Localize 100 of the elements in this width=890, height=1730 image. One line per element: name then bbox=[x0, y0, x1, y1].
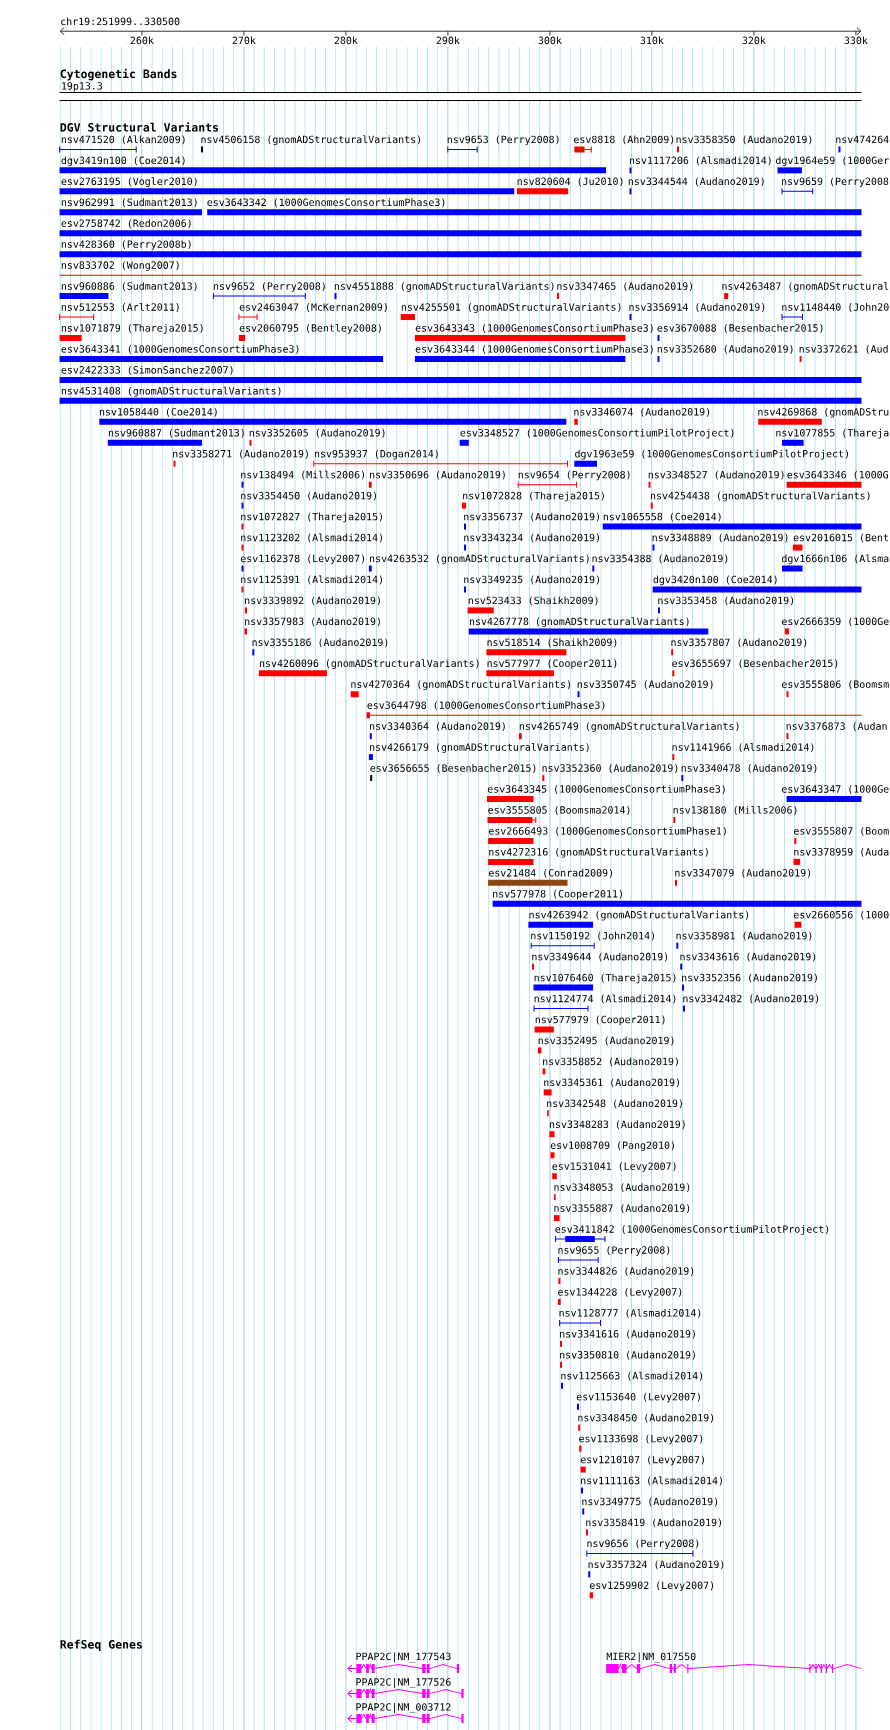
gene-label: PPAP2C|NM_177526 bbox=[356, 1678, 451, 1688]
feature-label: esv3643344 (1000GenomesConsortiumPhase3) bbox=[415, 345, 653, 354]
feature-label: nsv1058440 (Coe2014) bbox=[99, 407, 217, 417]
feature-label: nsv1072828 (Thareja2015) bbox=[463, 491, 604, 502]
feature-label: nsv577978 (Cooper2011) bbox=[493, 889, 622, 900]
feature-label: nsv474264 bbox=[836, 135, 889, 144]
feature-label: nsv3352680 (Audano2019) bbox=[657, 345, 793, 354]
feature-label: nsv1128777 (Alsmadi2014) bbox=[559, 1308, 701, 1318]
feature-label: nsv1150192 (John2014) bbox=[531, 931, 654, 941]
feature-label: esv3656655 (Besenbacher2015) bbox=[370, 764, 536, 773]
track-title: DGV Structural Variants bbox=[60, 122, 219, 132]
feature-label: esv1531041 (Levy2007) bbox=[552, 1162, 676, 1172]
feature-label: nsv3378959 (Auda bbox=[794, 847, 889, 857]
feature-label: nsv3354388 (Audano2019) bbox=[592, 554, 728, 564]
feature-label: esv3643341 (1000GenomesConsortiumPhase3) bbox=[61, 345, 299, 354]
feature-label: esv3643343 (1000GenomesConsortiumPhase3) bbox=[415, 324, 653, 333]
coordinate-range: chr19:251999..330500 bbox=[61, 17, 180, 26]
feature-label: nsv3340478 (Audano2019) bbox=[681, 764, 817, 773]
feature-label: nsv4266179 (gnomADStructuralVariants) bbox=[370, 743, 589, 753]
gene-label: MIER2|NM_017550 bbox=[606, 1652, 696, 1663]
feature-label: nsv833702 (Wong2007) bbox=[61, 261, 179, 271]
feature-label: nsv3376873 (Audan bbox=[786, 722, 887, 732]
feature-label: nsv3355186 (Audano2019) bbox=[252, 638, 388, 648]
feature-label: nsv3356737 (Audano2019) bbox=[464, 512, 599, 522]
feature-label: nsv820604 (Ju2010) bbox=[517, 177, 623, 187]
feature-label: dgv3420n100 (Coe2014) bbox=[653, 575, 777, 586]
feature-label: nsv9656 (Perry2008) bbox=[587, 1539, 699, 1550]
feature-label: nsv4265749 (gnomADStructuralVariants) bbox=[519, 722, 739, 732]
feature-label: nsv518514 (Shaikh2009) bbox=[487, 638, 617, 648]
feature-label: esv1344228 (Levy2007) bbox=[558, 1288, 682, 1298]
feature-label: nsv3349644 (Audano2019) bbox=[532, 952, 668, 962]
feature-label: nsv1148440 (John20 bbox=[782, 303, 889, 312]
feature-label: nsv3350696 (Audano2019) bbox=[370, 470, 505, 480]
feature-label: nsv960887 (Sudmant2013) bbox=[108, 428, 244, 438]
feature-label: nsv4551888 (gnomADStructuralVariants) bbox=[334, 282, 554, 292]
feature-label: nsv3353458 (Audano2019) bbox=[658, 596, 794, 606]
tick-label: 270k bbox=[232, 36, 256, 45]
feature-label: nsv3358852 (Audano2019) bbox=[543, 1057, 678, 1067]
feature-label: nsv4269868 (gnomADStru bbox=[758, 407, 889, 418]
feature-label: nsv1117206 (Alsmadi2014) bbox=[629, 156, 771, 166]
feature-label: nsv9653 (Perry2008) bbox=[447, 135, 559, 146]
feature-label: nsv512553 (Arlt2011) bbox=[61, 303, 179, 312]
feature-label: esv3644798 (1000GenomesConsortiumPhase3) bbox=[367, 701, 605, 711]
feature-label: nsv1076460 (Thareja2015) bbox=[534, 973, 676, 984]
feature-label: nsv953937 (Dogan2014) bbox=[314, 449, 438, 460]
feature-label: esv8818 (Ahn2009) bbox=[574, 135, 674, 145]
feature-label: nsv3342482 (Audano2019) bbox=[683, 994, 819, 1004]
feature-label: esv2666359 (1000Ge bbox=[782, 617, 889, 627]
feature-label: nsv577977 (Cooper2011) bbox=[487, 659, 617, 669]
feature-label: nsv3358271 (Audano2019) bbox=[173, 449, 308, 459]
feature-label: nsv1071879 (Thareja2015) bbox=[61, 324, 203, 334]
feature-label: nsv3358350 (Audano2019) bbox=[676, 135, 812, 145]
feature-label: esv3643342 (1000GenomesConsortiumPhase3) bbox=[207, 198, 445, 208]
feature-label: nsv3349235 (Audano2019) bbox=[464, 575, 599, 585]
feature-label: nsv3346074 (Audano2019) bbox=[574, 407, 710, 417]
feature-label: nsv4254438 (gnomADStructuralVariants) bbox=[650, 491, 870, 502]
feature-label: nsv138180 (Mills2006) bbox=[673, 805, 797, 815]
feature-label: nsv3343234 (Audano2019) bbox=[464, 533, 599, 543]
feature-label: nsv428360 (Perry2008b) bbox=[61, 240, 191, 250]
feature-label: nsv1125663 (Alsmadi2014) bbox=[561, 1371, 703, 1381]
feature-label: nsv4267778 (gnomADStructuralVariants) bbox=[469, 617, 689, 628]
gene-label: PPAP2C|NM_003712 bbox=[356, 1703, 451, 1713]
feature-label: nsv3354450 (Audano2019) bbox=[241, 491, 376, 501]
feature-label: nsv9655 (Perry2008) bbox=[558, 1246, 670, 1256]
feature-label: dgv1666n106 (Alsma bbox=[782, 554, 889, 565]
tick-label: 330k bbox=[844, 36, 868, 45]
feature-label: nsv3355887 (Audano2019) bbox=[554, 1204, 690, 1214]
feature-label: nsv3352356 (Audano2019) bbox=[682, 973, 817, 983]
feature-label: nsv523433 (Shaikh2009) bbox=[468, 596, 598, 606]
feature-label: nsv1124774 (Alsmadi2014) bbox=[534, 994, 676, 1004]
feature-label: esv3555805 (Boomsma2014) bbox=[488, 806, 630, 815]
feature-label: esv2060795 (Bentley2008) bbox=[239, 324, 381, 334]
feature-label: nsv960886 (Sudmant2013) bbox=[61, 282, 197, 291]
feature-label: esv3655697 (Besenbacher2015) bbox=[672, 659, 838, 669]
feature-label: dgv3419n100 (Coe2014) bbox=[61, 156, 185, 167]
feature-label: esv2660556 (1000 bbox=[793, 910, 889, 920]
feature-label: nsv4263487 (gnomADStructural bbox=[722, 282, 889, 292]
feature-label: nsv3343616 (Audano2019) bbox=[680, 952, 816, 962]
feature-label: nsv3357807 (Audano2019) bbox=[671, 638, 807, 648]
feature-label: nsv4263942 (gnomADStructuralVariants) bbox=[529, 910, 749, 921]
feature-label: nsv3348527 (Audano2019) bbox=[648, 470, 784, 480]
feature-label: nsv1065558 (Coe2014) bbox=[603, 512, 721, 522]
feature-label: nsv4506158 (gnomADStructuralVariants) bbox=[201, 135, 421, 146]
feature-label: nsv3344826 (Audano2019) bbox=[558, 1267, 694, 1276]
feature-label: esv2463047 (McKernan2009) bbox=[239, 303, 387, 312]
feature-label: esv2016015 (Bent bbox=[793, 533, 888, 543]
feature-label: nsv3348889 (Audano2019) bbox=[652, 533, 788, 543]
feature-label: esv3643347 (1000Ge bbox=[782, 785, 889, 794]
feature-label: esv3643346 (1000G bbox=[787, 470, 888, 480]
feature-label: esv2422333 (SimonSanchez2007) bbox=[61, 365, 233, 375]
tick-label: 310k bbox=[640, 36, 664, 45]
feature-label: nsv9652 (Perry2008) bbox=[213, 282, 325, 292]
feature-label: esv1133698 (Levy2007) bbox=[579, 1434, 703, 1445]
feature-label: nsv4260096 (gnomADStructuralVariants) bbox=[259, 659, 479, 670]
feature-label: nsv471520 (Alkan2009) bbox=[61, 135, 185, 145]
feature-label: nsv4270364 (gnomADStructuralVariants) bbox=[351, 680, 570, 690]
feature-label: esv1162378 (Levy2007) bbox=[240, 554, 364, 565]
feature-label: esv3555807 (Boom bbox=[793, 827, 889, 836]
feature-label: nsv9654 (Perry2008) bbox=[518, 470, 630, 481]
feature-label: nsv3342548 (Audano2019) bbox=[547, 1099, 682, 1109]
